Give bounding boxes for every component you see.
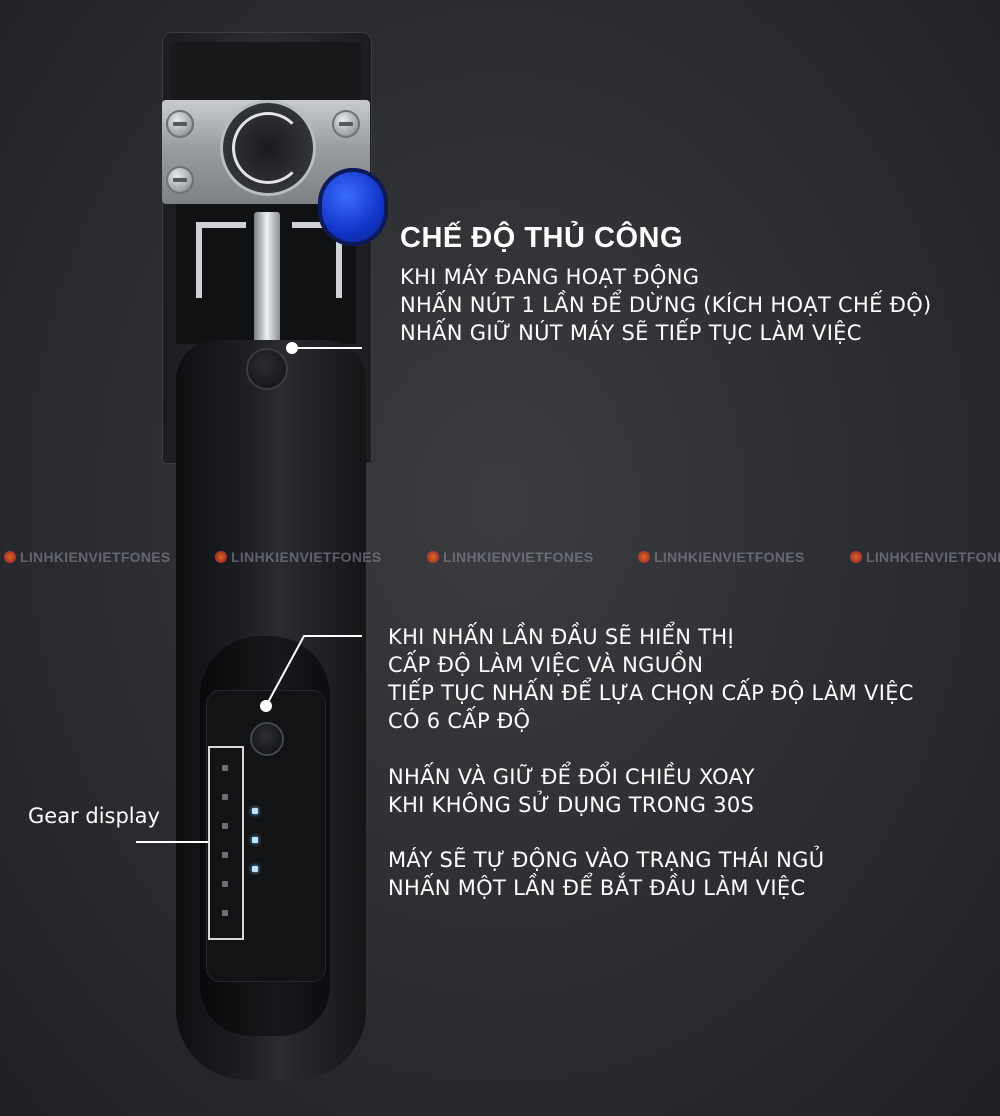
dial-ring-icon bbox=[232, 112, 304, 184]
front-button-line: KHI NHẤN LẦN ĐẦU SẼ HIỂN THỊ bbox=[388, 625, 734, 649]
gear-level-indicator bbox=[222, 910, 228, 916]
watermark-logo-icon bbox=[850, 551, 862, 563]
watermark-logo-icon bbox=[4, 551, 16, 563]
gear-display-leader-line bbox=[136, 841, 208, 843]
gear-display-frame bbox=[208, 746, 244, 940]
gear-level-lit-indicator bbox=[252, 808, 258, 814]
device-head-top bbox=[170, 42, 362, 100]
manual-mode-leader-line bbox=[292, 347, 362, 349]
manual-mode-pointer-dot bbox=[286, 342, 298, 354]
watermark-logo-icon bbox=[638, 551, 650, 563]
watermark-label: LINHKIENVIETFONES bbox=[20, 549, 171, 565]
watermark-text: LINHKIENVIETFONES bbox=[215, 549, 382, 565]
watermark-text: LINHKIENVIETFONES bbox=[850, 549, 1000, 565]
drive-rod bbox=[254, 212, 280, 342]
gear-level-indicator bbox=[222, 794, 228, 800]
front-button-line: CẤP ĐỘ LÀM VIỆC VÀ NGUỒN bbox=[388, 653, 704, 677]
front-button-line: NHẤN MỘT LẦN ĐỂ BẮT ĐẦU LÀM VIỆC bbox=[388, 876, 806, 900]
blue-cap bbox=[318, 168, 388, 246]
manual-mode-title: CHẾ ĐỘ THỦ CÔNG bbox=[400, 222, 683, 254]
watermark-text: LINHKIENVIETFONES bbox=[4, 549, 171, 565]
gear-level-lit-indicator bbox=[252, 866, 258, 872]
gear-level-indicator bbox=[222, 765, 228, 771]
watermark-text: LINHKIENVIETFONES bbox=[638, 549, 805, 565]
gear-level-indicator bbox=[222, 823, 228, 829]
screw-icon bbox=[166, 166, 194, 194]
gear-level-indicator bbox=[222, 852, 228, 858]
gear-level-lit-indicator bbox=[252, 837, 258, 843]
front-button-line: TIẾP TỤC NHẤN ĐỂ LỰA CHỌN CẤP ĐỘ LÀM VIỆ… bbox=[388, 681, 914, 705]
front-control-button bbox=[250, 722, 284, 756]
screw-icon bbox=[166, 110, 194, 138]
watermark-logo-icon bbox=[427, 551, 439, 563]
front-button-leader-line bbox=[260, 635, 362, 712]
watermark-label: LINHKIENVIETFONES bbox=[443, 549, 594, 565]
watermark-logo-icon bbox=[215, 551, 227, 563]
watermark-text: LINHKIENVIETFONES bbox=[427, 549, 594, 565]
gear-level-indicator bbox=[222, 881, 228, 887]
front-button-line: MÁY SẼ TỰ ĐỘNG VÀO TRẠNG THÁI NGỦ bbox=[388, 848, 825, 872]
manual-mode-line: NHẤN NÚT 1 LẦN ĐỂ DỪNG (KÍCH HOẠT CHẾ ĐỘ… bbox=[400, 293, 932, 317]
frame-bracket-left bbox=[196, 222, 246, 298]
watermark-label: LINHKIENVIETFONES bbox=[654, 549, 805, 565]
manual-mode-button bbox=[246, 348, 288, 390]
screw-icon bbox=[332, 110, 360, 138]
manual-mode-line: NHẤN GIỮ NÚT MÁY SẼ TIẾP TỤC LÀM VIỆC bbox=[400, 321, 862, 345]
front-button-line: KHI KHÔNG SỬ DỤNG TRONG 30S bbox=[388, 793, 755, 817]
watermark-label: LINHKIENVIETFONES bbox=[866, 549, 1000, 565]
front-button-line: CÓ 6 CẤP ĐỘ bbox=[388, 709, 531, 733]
frame-bracket-right bbox=[292, 222, 342, 298]
gear-display-label: Gear display bbox=[28, 804, 160, 828]
watermark-label: LINHKIENVIETFONES bbox=[231, 549, 382, 565]
manual-mode-line: KHI MÁY ĐANG HOẠT ĐỘNG bbox=[400, 265, 700, 289]
front-button-line: NHẤN VÀ GIỮ ĐỂ ĐỔI CHIỀU XOAY bbox=[388, 765, 755, 789]
